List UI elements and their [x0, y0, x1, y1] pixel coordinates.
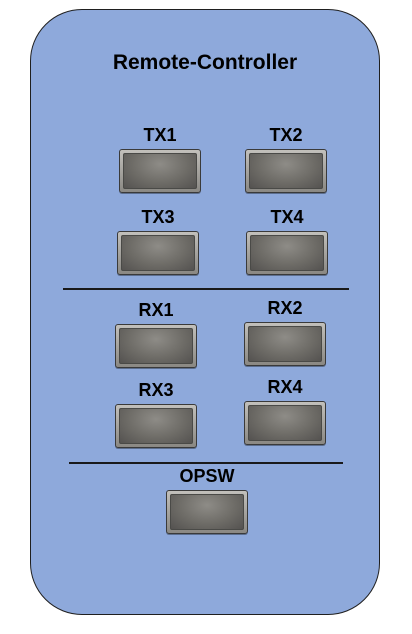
rx4-group: RX4	[240, 377, 330, 445]
rx2-group: RX2	[240, 298, 330, 366]
tx2-button[interactable]	[245, 149, 327, 193]
tx-rx-divider	[63, 288, 349, 290]
rx2-label: RX2	[267, 298, 303, 318]
tx3-button[interactable]	[117, 231, 199, 275]
rx3-group: RX3	[111, 380, 201, 448]
tx4-button-face	[250, 235, 324, 271]
remote-title: Remote-Controller	[112, 51, 298, 74]
rx1-label: RX1	[138, 300, 174, 320]
tx3-label: TX3	[141, 207, 175, 227]
rx4-button-face	[248, 405, 322, 441]
rx3-button[interactable]	[115, 404, 197, 448]
opsw-button-face	[170, 494, 244, 530]
opsw-group: OPSW	[162, 466, 252, 534]
rx1-button-face	[119, 328, 193, 364]
tx2-group: TX2	[241, 125, 331, 193]
remote-controller-panel: Remote-Controller TX1 TX2 TX3 TX4 RX1 RX…	[30, 9, 380, 615]
tx1-group: TX1	[115, 125, 205, 193]
rx-opsw-divider	[69, 462, 343, 464]
tx2-label: TX2	[269, 125, 303, 145]
tx1-button-face	[123, 153, 197, 189]
rx1-group: RX1	[111, 300, 201, 368]
tx4-group: TX4	[242, 207, 332, 275]
rx4-label: RX4	[267, 377, 303, 397]
rx4-button[interactable]	[244, 401, 326, 445]
tx4-label: TX4	[270, 207, 304, 227]
tx1-label: TX1	[143, 125, 177, 145]
tx3-group: TX3	[113, 207, 203, 275]
tx2-button-face	[249, 153, 323, 189]
tx1-button[interactable]	[119, 149, 201, 193]
rx3-button-face	[119, 408, 193, 444]
tx4-button[interactable]	[246, 231, 328, 275]
opsw-button[interactable]	[166, 490, 248, 534]
rx2-button[interactable]	[244, 322, 326, 366]
rx1-button[interactable]	[115, 324, 197, 368]
tx3-button-face	[121, 235, 195, 271]
opsw-label: OPSW	[179, 466, 235, 486]
rx3-label: RX3	[138, 380, 174, 400]
rx2-button-face	[248, 326, 322, 362]
